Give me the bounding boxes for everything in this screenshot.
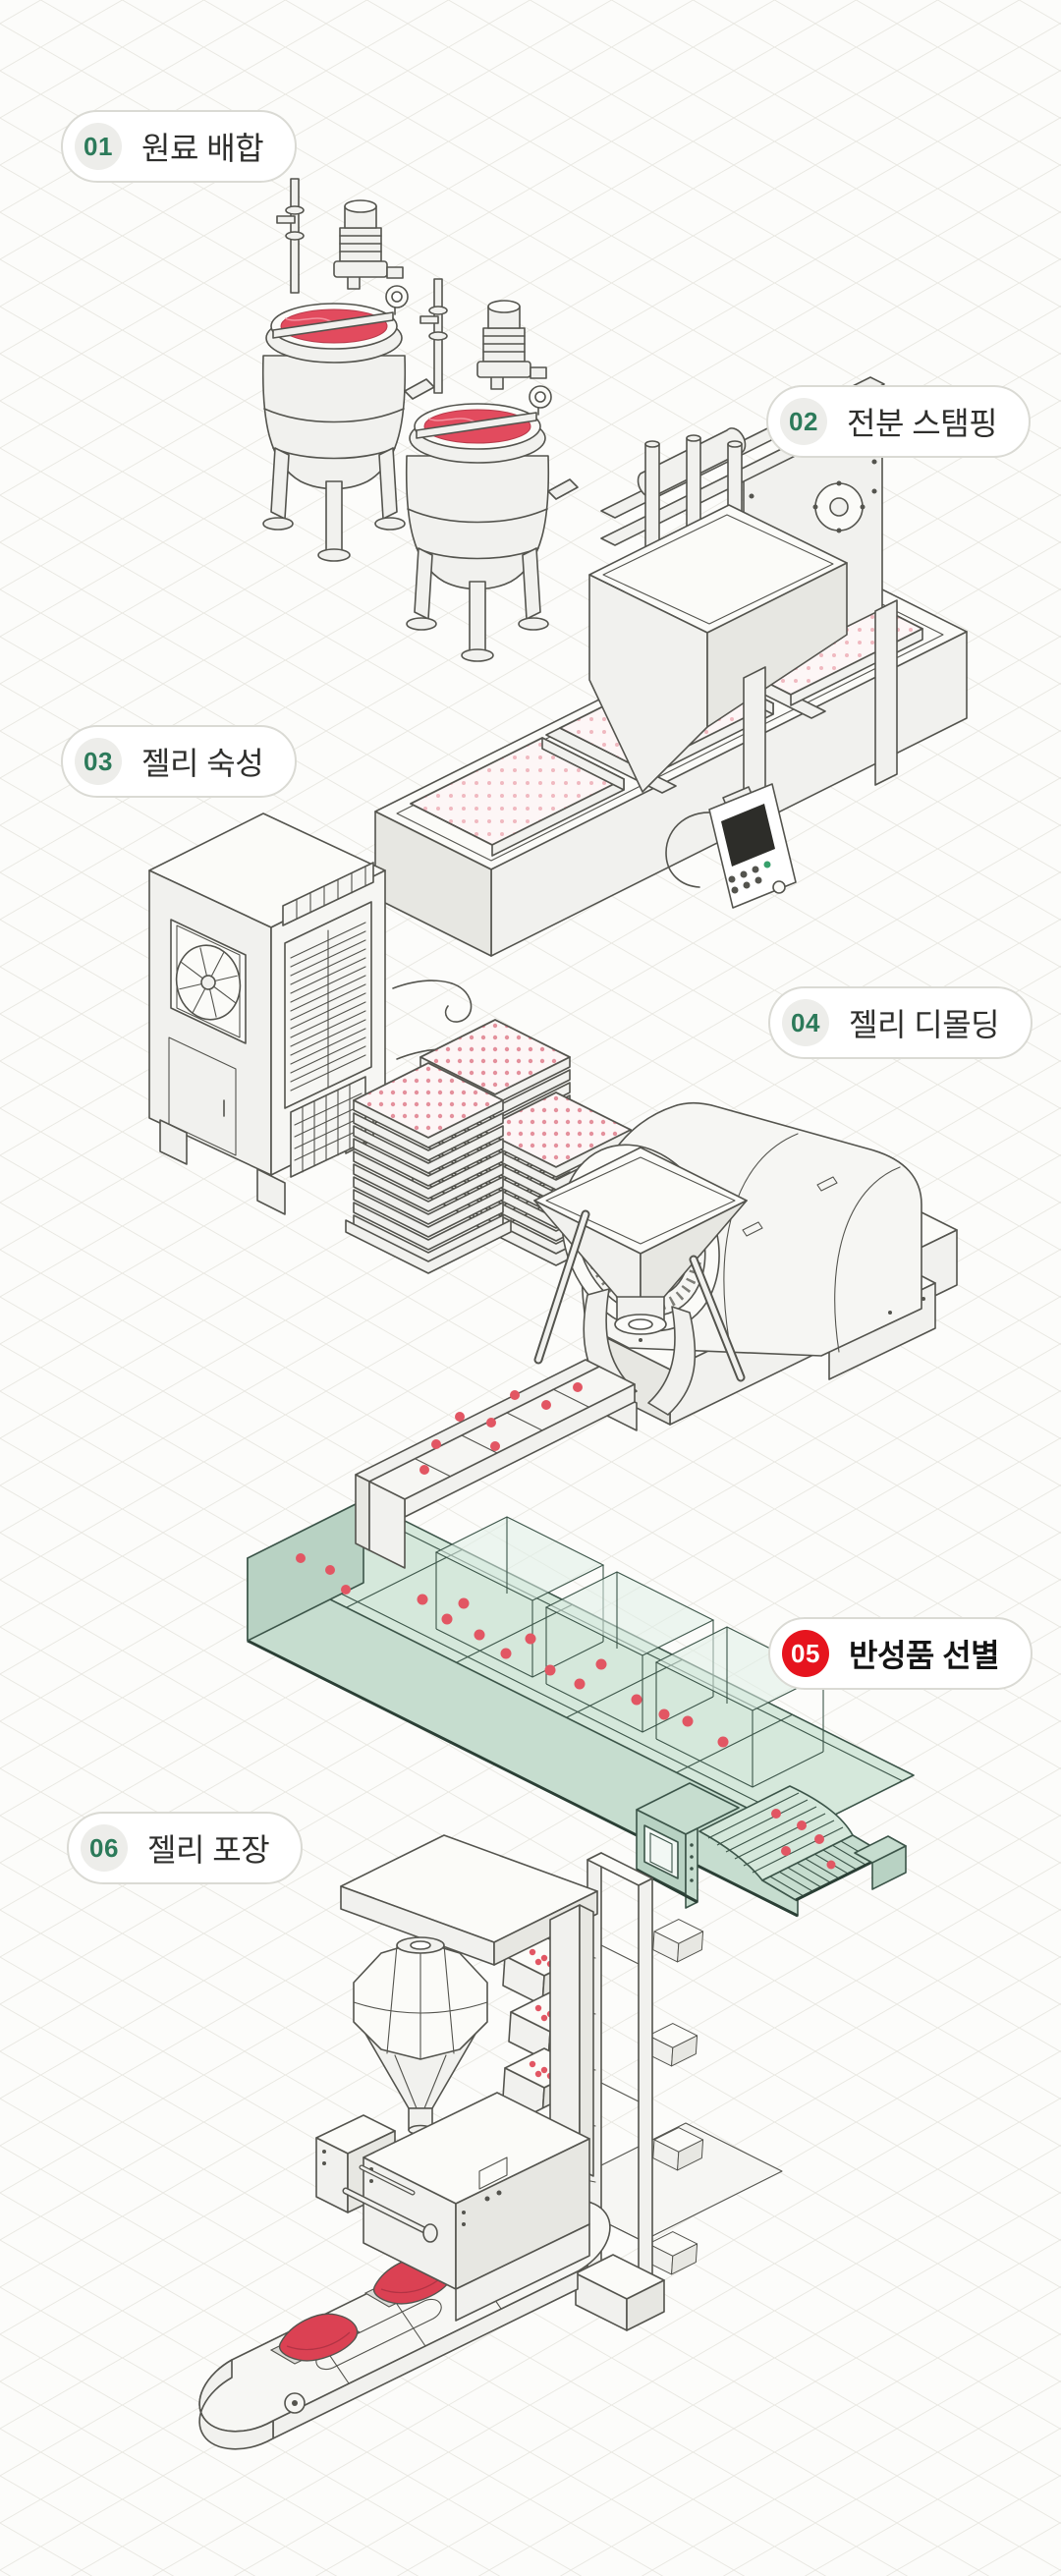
step-label-02: 전분 스탬핑	[847, 406, 998, 441]
step-number-04: 04	[782, 999, 829, 1046]
step-number-03: 03	[75, 738, 122, 785]
step-label-05: 반성품 선별	[849, 1638, 1000, 1673]
step-number-01: 01	[75, 123, 122, 170]
step-label-04: 젤리 디몰딩	[849, 1007, 1000, 1042]
step-number-02: 02	[780, 398, 827, 445]
step-label-01: 원료 배합	[141, 131, 264, 166]
starch-stamping-illustration	[374, 376, 968, 957]
step-label-03: 젤리 숙성	[141, 746, 264, 781]
step-number-06: 06	[81, 1824, 128, 1872]
step-badge-04: 04 젤리 디몰딩	[768, 986, 1033, 1059]
step-badge-05-highlighted: 05 반성품 선별	[768, 1617, 1033, 1690]
sorting-conveyor-illustration	[247, 1499, 915, 1918]
packaging-illustration	[198, 1834, 783, 2450]
step-badge-03: 03 젤리 숙성	[61, 725, 298, 798]
step-badge-02: 02 전분 스탬핑	[766, 385, 1032, 458]
step-label-06: 젤리 포장	[147, 1832, 270, 1868]
demolding-illustration	[296, 1101, 958, 1595]
step-badge-06: 06 젤리 포장	[67, 1812, 304, 1884]
step-number-05: 05	[782, 1630, 829, 1677]
step-badge-01: 01 원료 배합	[61, 110, 298, 183]
